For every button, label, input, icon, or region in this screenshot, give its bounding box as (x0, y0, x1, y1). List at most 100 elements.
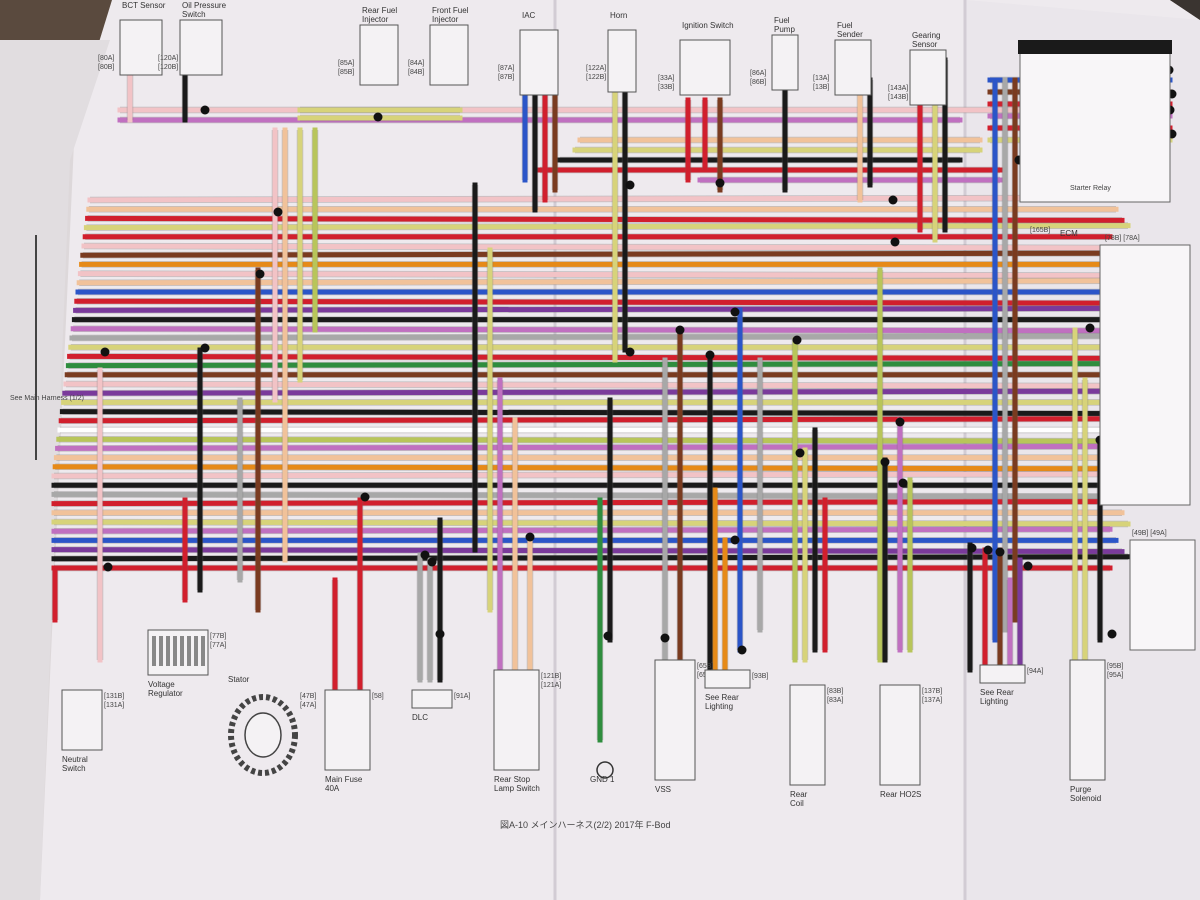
bottom-component-label: Lighting (980, 697, 1008, 706)
top-component-code: [84A] (408, 60, 424, 67)
splice-dot (888, 195, 898, 205)
regulator-fin (180, 636, 184, 666)
starter-relay-label: Starter Relay (1070, 185, 1111, 192)
top-component-row: BCT Sensor[80A][80B]Oil PressureSwitch[1… (98, 1, 947, 106)
horizontal-wire (76, 278, 1119, 286)
splice-dot (1085, 323, 1095, 333)
bottom-component-code: [95B] (1107, 663, 1123, 670)
bottom-component-box (324, 689, 371, 771)
ecm-connector-lower (1129, 539, 1196, 651)
regulator-fin (166, 636, 170, 666)
top-component-box (607, 29, 637, 93)
regulator-fin (152, 636, 156, 666)
horizontal-wire (73, 305, 1113, 313)
top-component-code: [120B] (158, 64, 178, 71)
top-component-code: [13B] (813, 84, 829, 91)
horizontal-wire (65, 361, 1125, 369)
horizontal-wire (56, 436, 1125, 444)
bottom-component-code: [47A] (300, 702, 316, 709)
horizontal-wire (51, 547, 1125, 555)
splice-dot (1023, 561, 1033, 571)
top-component-code: [85A] (338, 60, 354, 67)
diagram-caption: 図A-10 メインハーネス(2/2) 2017年 F-Bod (500, 819, 671, 830)
top-component-box (119, 19, 163, 76)
top-component-box (519, 29, 559, 96)
top-component-code: [80A] (98, 55, 114, 62)
horizontal-wire (58, 416, 1113, 424)
bottom-component-code: [95A] (1107, 672, 1123, 679)
horizontal-wire (77, 271, 1113, 279)
bottom-component-code: [93B] (752, 673, 768, 680)
bottom-component-code: [131B] (104, 693, 124, 700)
bottom-component-code: [121B] (541, 673, 561, 680)
top-component-label: Gearing (912, 31, 940, 40)
top-component-code: [120A] (158, 55, 178, 62)
top-component-label: Sender (837, 30, 863, 39)
bottom-component-box (1069, 659, 1106, 781)
bottom-component-label: Rear Stop (494, 775, 531, 784)
horizontal-wire (51, 519, 1131, 527)
starter-relay-header (1018, 40, 1172, 54)
horizontal-wire (74, 298, 1131, 306)
splice-dot (675, 325, 685, 335)
regulator-fin (194, 636, 198, 666)
top-component-label: Rear Fuel (362, 6, 397, 15)
horizontal-wire (62, 388, 1119, 396)
splice-dot (967, 543, 977, 553)
splice-dot (898, 478, 908, 488)
horizontal-wire (51, 499, 1119, 507)
horizontal-wire (63, 381, 1113, 389)
splice-dot (200, 105, 210, 115)
ground-icon (596, 761, 614, 779)
splice-dot (795, 448, 805, 458)
splice-dot (880, 457, 890, 467)
top-component-box (834, 39, 872, 96)
top-component-code: [33B] (658, 84, 674, 91)
top-component-box (359, 24, 399, 86)
top-component-code: [84B] (408, 69, 424, 76)
top-component-label: Oil Pressure (182, 1, 227, 10)
bottom-component-code: [121A] (541, 682, 561, 689)
top-component-box (179, 19, 223, 76)
bottom-component-label: Solenoid (1070, 794, 1101, 803)
top-component-code: [87A] (498, 65, 514, 72)
bottom-component-code: [58] (372, 693, 384, 700)
top-component-code: [143B] (888, 94, 908, 101)
bottom-component-label: GND 1 (590, 775, 615, 784)
horizontal-wire (55, 443, 1131, 451)
top-component-label: Fuel (837, 21, 853, 30)
top-component-code: [13A] (813, 75, 829, 82)
starter-relay-block: Starter Relay (1018, 40, 1172, 203)
horizontal-wire (81, 243, 1119, 251)
bottom-component-label: See Rear (705, 693, 739, 702)
top-component-label: Injector (362, 15, 389, 24)
horizontal-wire (85, 215, 1125, 223)
bottom-component-label: See Rear (980, 688, 1014, 697)
bottom-component-label: Purge (1070, 785, 1092, 794)
horizontal-wire (51, 471, 1125, 479)
splice-dot (420, 550, 430, 560)
top-component-label: BCT Sensor (122, 1, 166, 10)
splice-dot (373, 112, 383, 122)
top-component-label: IAC (522, 11, 536, 20)
splice-dot (255, 269, 265, 279)
bottom-component-row: NeutralSwitch[131B][131A]VoltageRegulato… (61, 629, 1123, 808)
horizontal-wire (67, 353, 1119, 361)
ecm-connector: ECM [78B] [78A] [49B] [49A] [165B] (1030, 227, 1196, 651)
bottom-component-code: [137B] (922, 688, 942, 695)
regulator-fin (201, 636, 205, 666)
top-component-code: [86A] (750, 70, 766, 77)
top-component-code: [122A] (586, 65, 606, 72)
bottom-component-label: Stator (228, 675, 250, 684)
top-component-label: Pump (774, 25, 795, 34)
splice-dot (983, 545, 993, 555)
bottom-component-label: Rear HO2S (880, 790, 921, 799)
horizontal-wire (83, 223, 1131, 231)
horizontal-wire (80, 250, 1125, 258)
ecm-note: [165B] (1030, 227, 1050, 234)
top-component-code: [87B] (498, 74, 514, 81)
horizontal-wire (87, 195, 1113, 203)
top-component-code: [143A] (888, 85, 908, 92)
splice-dot (715, 178, 725, 188)
bottom-component-code: [77A] (210, 642, 226, 649)
